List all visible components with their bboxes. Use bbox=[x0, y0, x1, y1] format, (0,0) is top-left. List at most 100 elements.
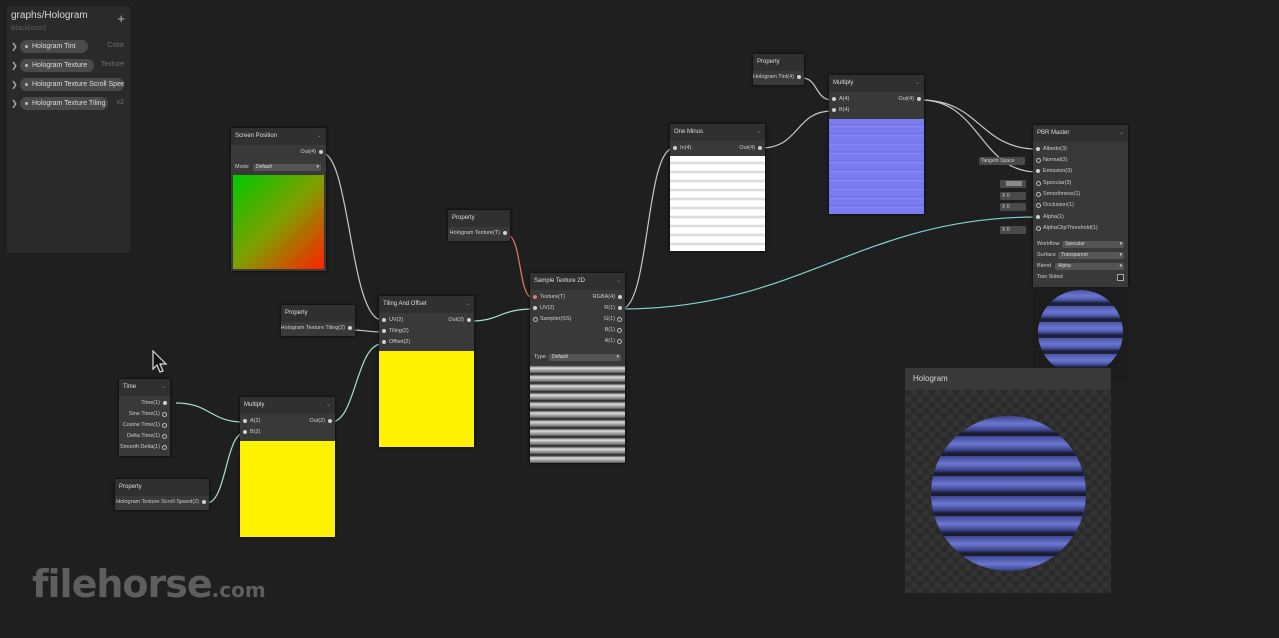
two-sided-checkbox[interactable] bbox=[1117, 274, 1124, 281]
property-type: Color bbox=[107, 42, 124, 49]
preview-image bbox=[530, 365, 625, 463]
output-port[interactable]: Hologram Tint(4) bbox=[753, 73, 802, 82]
main-preview[interactable] bbox=[905, 390, 1111, 593]
input-port[interactable]: A(2) bbox=[242, 417, 260, 426]
input-port[interactable]: B(4) bbox=[831, 106, 849, 115]
node-title[interactable]: Property bbox=[115, 479, 209, 496]
node-tiling-and-offset[interactable]: Tiling And Offset⌄ UV(2) Tiling(2) Offse… bbox=[379, 296, 474, 447]
output-port[interactable]: R(1) bbox=[604, 304, 623, 313]
input-port[interactable]: Emission(3) bbox=[1035, 167, 1072, 176]
property-pill[interactable]: Hologram Texture bbox=[20, 59, 94, 72]
chevron-down-icon[interactable]: ⌄ bbox=[464, 301, 470, 307]
add-property-button[interactable]: + bbox=[117, 11, 125, 26]
property-pill[interactable]: Hologram Texture Scroll Speed bbox=[20, 78, 124, 91]
output-port[interactable]: B(1) bbox=[605, 326, 623, 335]
specular-color-field[interactable] bbox=[1000, 180, 1026, 188]
input-port[interactable]: UV(2) bbox=[532, 304, 554, 313]
input-port[interactable]: Specular(3) bbox=[1035, 179, 1071, 188]
node-property-tint[interactable]: Property Hologram Tint(4) bbox=[753, 54, 804, 85]
input-port[interactable]: Texture(T) bbox=[532, 293, 565, 302]
chevron-down-icon[interactable]: ⌄ bbox=[316, 133, 322, 139]
surface-dropdown[interactable]: Transparent▾ bbox=[1058, 252, 1124, 259]
node-title[interactable]: Tiling And Offset⌄ bbox=[379, 296, 474, 313]
blend-dropdown[interactable]: Alpha▾ bbox=[1055, 263, 1124, 270]
input-port[interactable]: UV(2) bbox=[381, 316, 403, 325]
node-multiply[interactable]: Multiply⌄ A(4) B(4) Out(4) bbox=[829, 75, 924, 214]
smoothness-field[interactable]: X 0 bbox=[1000, 192, 1026, 200]
node-property-texture[interactable]: Property Hologram Texture(T) bbox=[448, 210, 510, 241]
property-pill[interactable]: Hologram Texture Tiling bbox=[20, 97, 108, 110]
chevron-down-icon[interactable]: ⌄ bbox=[755, 129, 761, 135]
node-title[interactable]: PBR Master⌄ bbox=[1033, 125, 1128, 142]
output-port[interactable]: Out(4) bbox=[300, 148, 324, 157]
output-port[interactable]: RGBA(4) bbox=[593, 293, 623, 302]
input-port[interactable]: Offset(2) bbox=[381, 338, 410, 347]
chevron-down-icon[interactable]: ⌄ bbox=[160, 384, 166, 390]
output-port[interactable]: Hologram Texture(T) bbox=[450, 229, 508, 238]
tangent-space-field[interactable]: Tangent Space bbox=[979, 157, 1025, 165]
node-title[interactable]: Property bbox=[448, 210, 510, 227]
chevron-down-icon[interactable]: ⌄ bbox=[325, 402, 331, 408]
node-multiply[interactable]: Multiply⌄ A(2) B(2) Out(2) bbox=[240, 397, 335, 537]
property-row[interactable]: ❯ Hologram Texture Tiling v2 bbox=[7, 97, 130, 111]
watermark: filehorse.com bbox=[32, 562, 266, 606]
output-port[interactable]: Hologram Texture Scroll Speed(2) bbox=[116, 498, 207, 507]
property-row[interactable]: ❯ Hologram Texture Scroll Speed bbox=[7, 78, 130, 92]
node-title[interactable]: Screen Position⌄ bbox=[231, 128, 326, 145]
output-port[interactable]: A(1) bbox=[605, 337, 623, 346]
node-title[interactable]: Multiply⌄ bbox=[829, 75, 924, 92]
node-pbr-master[interactable]: PBR Master⌄ Albedo(3) Normal(3) Emission… bbox=[1033, 125, 1128, 287]
input-port[interactable]: A(4) bbox=[831, 95, 849, 104]
node-title[interactable]: Multiply⌄ bbox=[240, 397, 335, 414]
output-port[interactable]: Out(2) bbox=[448, 316, 472, 325]
node-title[interactable]: Property bbox=[281, 305, 355, 322]
expand-arrow-icon[interactable]: ❯ bbox=[11, 99, 18, 108]
chevron-down-icon[interactable]: ⌄ bbox=[1118, 130, 1124, 136]
property-pill[interactable]: Hologram Tint bbox=[20, 40, 88, 53]
expand-arrow-icon[interactable]: ❯ bbox=[11, 61, 18, 70]
output-port[interactable]: Sine Time(1) bbox=[129, 410, 168, 419]
node-title[interactable]: Sample Texture 2D⌄ bbox=[530, 273, 625, 290]
input-port[interactable]: Tiling(2) bbox=[381, 327, 409, 336]
output-port[interactable]: Cosine Time(1) bbox=[123, 421, 168, 430]
property-row[interactable]: ❯ Hologram Texture Texture bbox=[7, 59, 130, 73]
node-title[interactable]: Property bbox=[753, 54, 804, 71]
output-port[interactable]: Hologram Texture Tiling(2) bbox=[281, 324, 353, 333]
input-port[interactable]: Normal(3) bbox=[1035, 156, 1067, 165]
output-port[interactable]: Out(4) bbox=[739, 144, 763, 153]
output-port[interactable]: Out(2) bbox=[309, 417, 333, 426]
node-title[interactable]: One Minus⌄ bbox=[670, 124, 765, 141]
node-screen-position[interactable]: Screen Position⌄ Out(4) Mode Default▾ bbox=[231, 128, 326, 271]
chevron-down-icon[interactable]: ⌄ bbox=[914, 80, 920, 86]
input-port[interactable]: Occlusion(1) bbox=[1035, 201, 1074, 210]
input-port[interactable]: Sampler(SS) bbox=[532, 315, 571, 324]
type-dropdown[interactable]: Default▾ bbox=[549, 354, 621, 361]
main-preview-header[interactable]: Hologram bbox=[905, 368, 1111, 390]
expand-arrow-icon[interactable]: ❯ bbox=[11, 80, 18, 89]
output-port[interactable]: G(1) bbox=[604, 315, 623, 324]
input-port[interactable]: B(2) bbox=[242, 428, 260, 437]
input-port[interactable]: Albedo(3) bbox=[1035, 145, 1067, 154]
expand-arrow-icon[interactable]: ❯ bbox=[11, 42, 18, 51]
property-row[interactable]: ❯ Hologram Tint Color bbox=[7, 40, 130, 54]
node-time[interactable]: Time⌄ Time(1) Sine Time(1) Cosine Time(1… bbox=[119, 379, 170, 456]
output-port[interactable]: Delta Time(1) bbox=[127, 432, 168, 441]
input-port[interactable]: In(4) bbox=[672, 144, 691, 153]
node-title[interactable]: Time⌄ bbox=[119, 379, 170, 396]
alpha-clip-field[interactable]: X 0 bbox=[1000, 226, 1026, 234]
input-port[interactable]: Smoothness(1) bbox=[1035, 190, 1080, 199]
type-label: Type bbox=[534, 354, 546, 360]
mode-dropdown[interactable]: Default▾ bbox=[253, 164, 321, 171]
occlusion-field[interactable]: X 0 bbox=[1000, 203, 1026, 211]
node-property-tiling[interactable]: Property Hologram Texture Tiling(2) bbox=[281, 305, 355, 336]
node-one-minus[interactable]: One Minus⌄ In(4) Out(4) bbox=[670, 124, 765, 251]
workflow-dropdown[interactable]: Specular▾ bbox=[1062, 241, 1124, 248]
input-port[interactable]: Alpha(1) bbox=[1035, 213, 1064, 222]
chevron-down-icon[interactable]: ⌄ bbox=[615, 278, 621, 284]
input-port[interactable]: AlphaClipThreshold(1) bbox=[1035, 224, 1098, 233]
output-port[interactable]: Time(1) bbox=[141, 399, 168, 408]
output-port[interactable]: Out(4) bbox=[898, 95, 922, 104]
node-sample-texture-2d[interactable]: Sample Texture 2D⌄ Texture(T) UV(2) Samp… bbox=[530, 273, 625, 463]
node-property-scroll-speed[interactable]: Property Hologram Texture Scroll Speed(2… bbox=[115, 479, 209, 510]
output-port[interactable]: Smooth Delta(1) bbox=[120, 443, 168, 452]
